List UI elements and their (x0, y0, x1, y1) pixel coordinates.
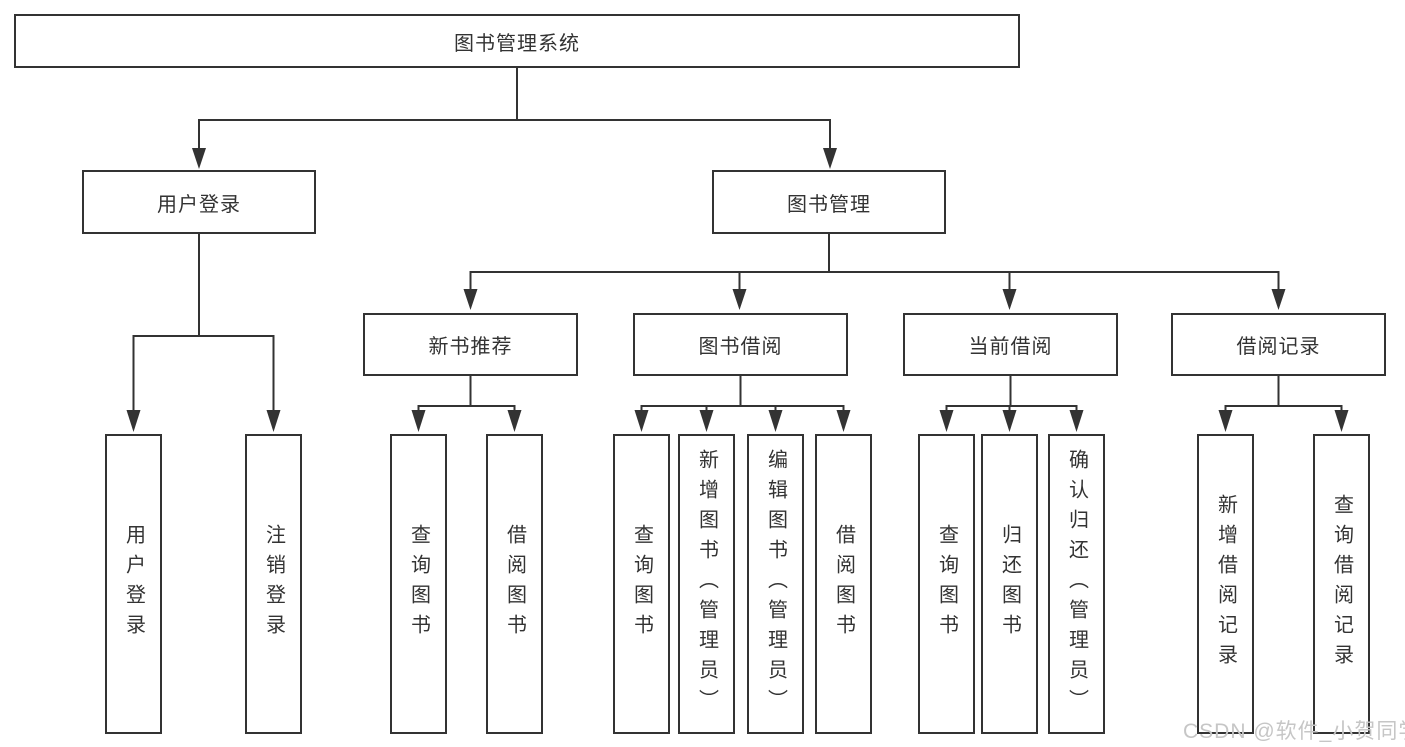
node-user-login: 用户登录 (82, 170, 316, 234)
leaf-borrow-books: 借阅图书 (815, 434, 872, 734)
node-label: 新增借阅记录 (1214, 494, 1237, 674)
node-label: 借阅图书 (832, 524, 855, 644)
leaf-query-books-borrow: 查询图书 (613, 434, 670, 734)
leaf-add-borrow-record: 新增借阅记录 (1197, 434, 1254, 734)
leaf-confirm-return-admin: 确认归还（管理员） (1048, 434, 1105, 734)
node-label: 借阅记录 (1236, 336, 1321, 358)
node-label: 当前借阅 (968, 336, 1053, 358)
node-label: 注销登录 (262, 524, 285, 644)
node-label: 用户登录 (122, 524, 145, 644)
node-book-management: 图书管理 (712, 170, 946, 234)
leaf-borrow-books-recommend: 借阅图书 (486, 434, 543, 734)
node-borrow-records: 借阅记录 (1171, 313, 1386, 376)
node-label: 用户登录 (157, 193, 241, 216)
node-book-borrow: 图书借阅 (633, 313, 848, 376)
node-label: 查询借阅记录 (1330, 494, 1353, 674)
node-label: 新书推荐 (428, 336, 513, 358)
leaf-query-books-current: 查询图书 (918, 434, 975, 734)
node-label: 新增图书（管理员） (695, 449, 718, 719)
node-root-library-system: 图书管理系统 (14, 14, 1020, 68)
node-label: 图书借阅 (698, 336, 783, 358)
leaf-add-books-admin: 新增图书（管理员） (678, 434, 735, 734)
node-label: 查询图书 (935, 524, 958, 644)
node-label: 归还图书 (998, 524, 1021, 644)
node-label: 编辑图书（管理员） (764, 449, 787, 719)
node-label: 借阅图书 (503, 524, 526, 644)
node-label: 查询图书 (407, 524, 430, 644)
csdn-watermark: CSDN @软件_小贺同学 (1183, 720, 1405, 743)
node-new-book-recommend: 新书推荐 (363, 313, 578, 376)
leaf-logout: 注销登录 (245, 434, 302, 734)
leaf-query-borrow-record: 查询借阅记录 (1313, 434, 1370, 734)
node-label: 图书管理系统 (454, 32, 580, 55)
node-current-borrow: 当前借阅 (903, 313, 1118, 376)
node-label: 图书管理 (787, 193, 871, 216)
leaf-query-books-recommend: 查询图书 (390, 434, 447, 734)
leaf-edit-books-admin: 编辑图书（管理员） (747, 434, 804, 734)
node-label: 查询图书 (630, 524, 653, 644)
leaf-user-login: 用户登录 (105, 434, 162, 734)
leaf-return-books: 归还图书 (981, 434, 1038, 734)
node-label: 确认归还（管理员） (1065, 449, 1088, 719)
